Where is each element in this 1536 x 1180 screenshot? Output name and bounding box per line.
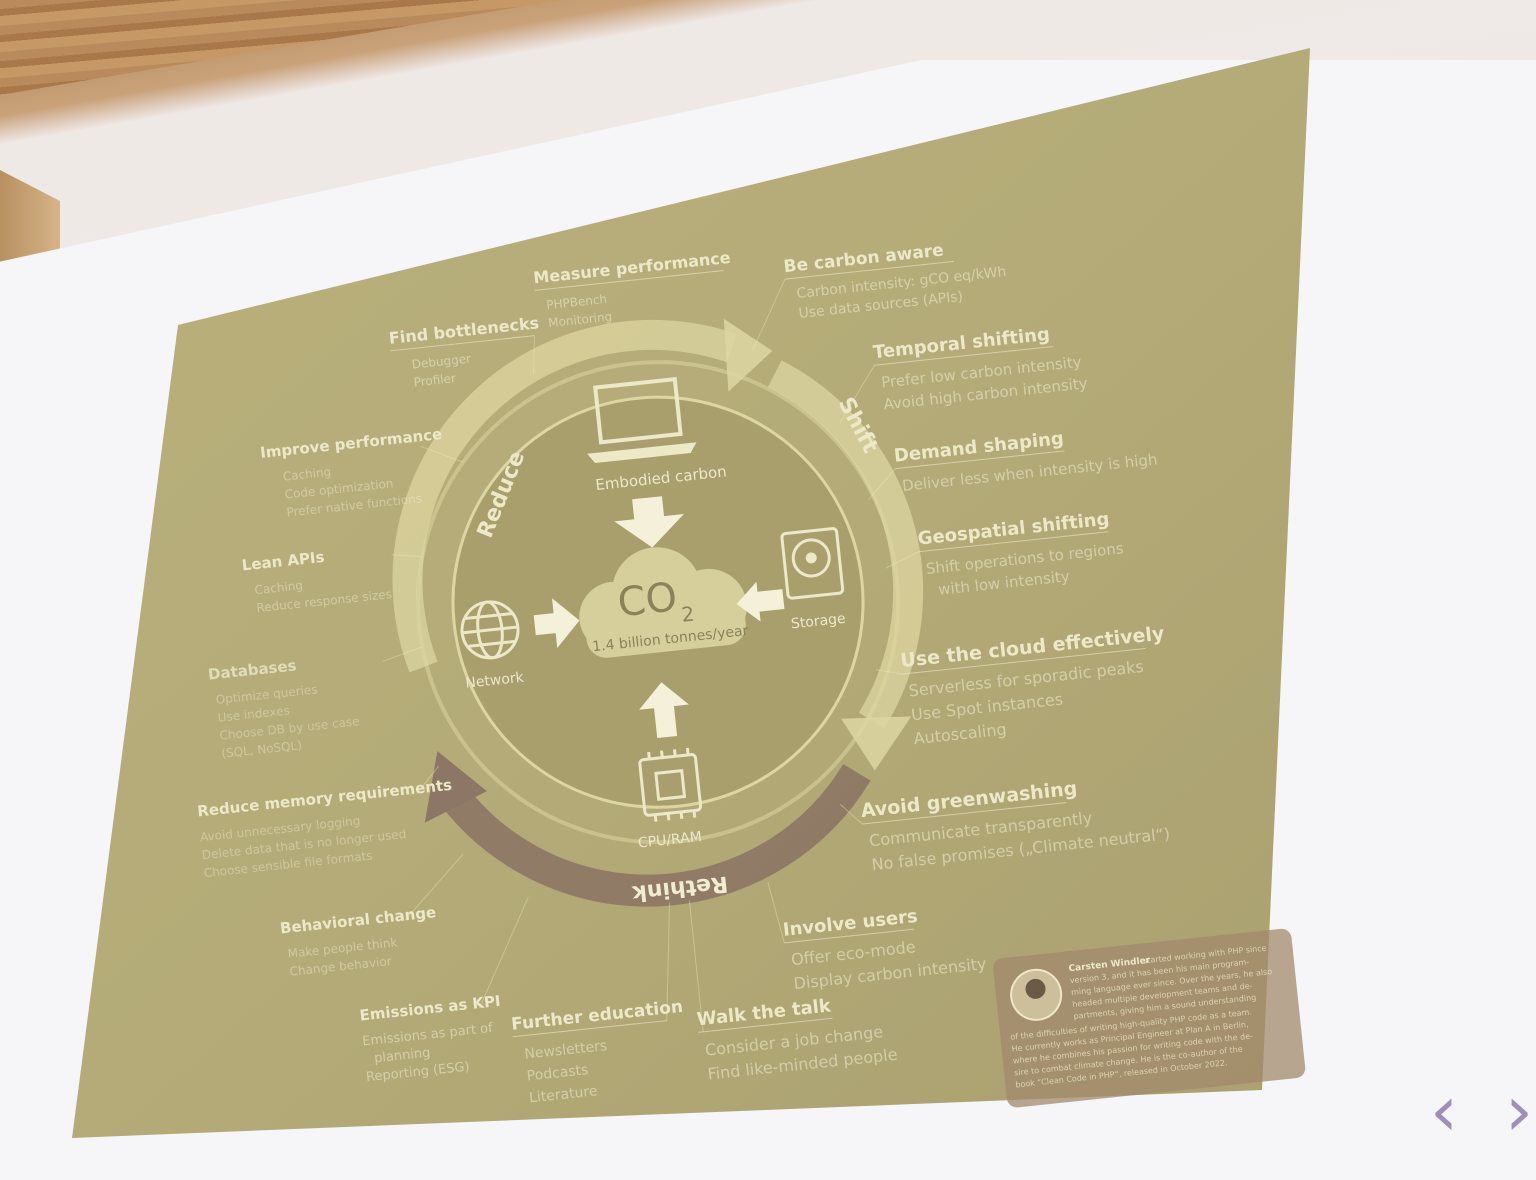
reduce-arrow: [392, 319, 737, 673]
rethink-arrowhead: [424, 751, 487, 823]
right-arrow-icon: [533, 598, 580, 648]
co2-cloud-icon: [579, 547, 747, 658]
up-arrow-icon: [639, 682, 689, 739]
item-bullet: PHPBench: [546, 292, 608, 312]
cpu-label: CPU/RAM: [637, 829, 702, 852]
previous-slide-button[interactable]: ‹: [1430, 1070, 1458, 1152]
item-bullet: Profiler: [413, 371, 457, 389]
network-label: Network: [465, 670, 526, 692]
hard-disk-icon: [780, 527, 845, 600]
cpu-chip-icon: [638, 747, 703, 822]
rethink-arrow: [432, 764, 871, 907]
item-bullet: Caching: [282, 465, 332, 484]
shift-arrowhead: [841, 716, 912, 771]
reduce-arrowhead: [723, 318, 773, 392]
item-bullet: Caching: [254, 578, 304, 597]
item-bullet: Literature: [528, 1083, 598, 1106]
shift-arrow: [767, 360, 924, 729]
author-bio-box: Carsten Windler started working with PHP…: [993, 928, 1306, 1108]
down-arrow-icon: [614, 496, 684, 548]
laptop-icon: [587, 377, 697, 464]
co2-label: CO: [616, 574, 680, 626]
globe-icon: [460, 600, 520, 660]
item-bullet: Debugger: [411, 351, 472, 371]
left-arrow-icon: [736, 581, 785, 622]
connector-lines: [382, 278, 920, 1032]
item-bullet: Podcasts: [526, 1062, 589, 1084]
item-bullet: Monitoring: [548, 309, 613, 330]
next-slide-button[interactable]: ›: [1505, 1070, 1533, 1152]
item-bullet: planning: [373, 1046, 431, 1067]
storage-label: Storage: [790, 611, 846, 633]
co2-subscript: 2: [680, 602, 695, 627]
